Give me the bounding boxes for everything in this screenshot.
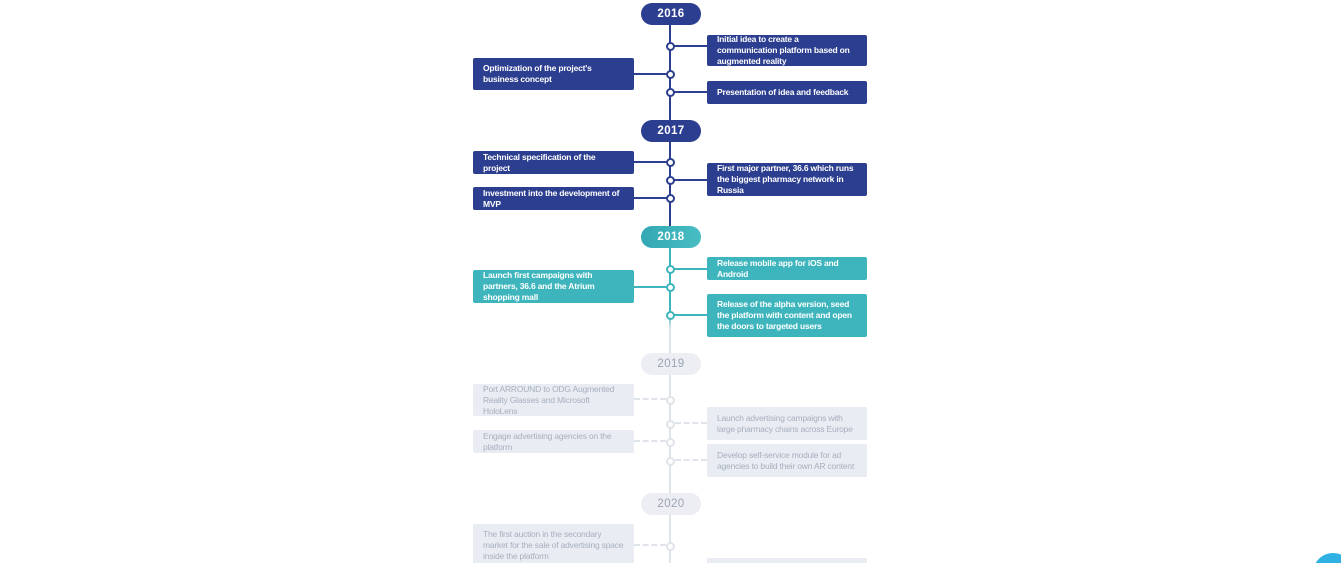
timeline-node-dot (665, 193, 675, 203)
timeline-connector (670, 45, 707, 47)
timeline-connector (634, 161, 670, 163)
timeline-connector (634, 197, 670, 199)
chat-widget-button[interactable] (1313, 553, 1341, 563)
timeline-node-dot (665, 541, 675, 551)
timeline-item: Launch advertising campaigns with large … (707, 407, 867, 440)
timeline-connector (634, 398, 666, 400)
timeline-item-cutoff (707, 558, 867, 563)
timeline-item: Port ARROUND to ODG Augmented Reality Gl… (473, 384, 634, 416)
timeline-item: Optimization of the project's business c… (473, 58, 634, 90)
timeline-connector (670, 179, 707, 181)
timeline-connector (634, 440, 666, 442)
timeline-node-dot (665, 87, 675, 97)
timeline-connector (675, 459, 707, 461)
year-badge-2017: 2017 (641, 120, 701, 142)
timeline-item: Release mobile app for iOS and Android (707, 257, 867, 280)
timeline-item: Technical specification of the project (473, 151, 634, 174)
timeline-node-dot (665, 157, 675, 167)
timeline-item: Launch first campaigns with partners, 36… (473, 270, 634, 303)
timeline-node-dot (665, 310, 675, 320)
timeline-item: First major partner, 36.6 which runs the… (707, 163, 867, 196)
timeline-node-dot (665, 456, 675, 466)
timeline-node-dot (665, 264, 675, 274)
timeline-connector (634, 286, 670, 288)
timeline-item: Investment into the development of MVP (473, 187, 634, 210)
timeline-node-dot (665, 419, 675, 429)
timeline-item: Engage advertising agencies on the platf… (473, 430, 634, 453)
timeline-connector (634, 73, 670, 75)
timeline-node-dot (665, 437, 675, 447)
timeline-node-dot (665, 175, 675, 185)
year-badge-2016: 2016 (641, 3, 701, 25)
year-badge-2020: 2020 (641, 493, 701, 515)
timeline-connector (670, 314, 707, 316)
timeline-item: Develop self-service module for ad agenc… (707, 444, 867, 477)
timeline-connector (670, 91, 707, 93)
timeline-item: Release of the alpha version, seed the p… (707, 294, 867, 337)
timeline-connector (634, 544, 666, 546)
year-badge-2019: 2019 (641, 353, 701, 375)
year-badge-2018: 2018 (641, 226, 701, 248)
timeline-item: The first auction in the secondary marke… (473, 524, 634, 563)
timeline-connector (675, 422, 707, 424)
timeline-node-dot (665, 395, 675, 405)
timeline-axis (669, 25, 671, 563)
timeline-item: Presentation of idea and feedback (707, 81, 867, 104)
timeline-node-dot (665, 41, 675, 51)
timeline-connector (670, 268, 707, 270)
timeline-node-dot (665, 69, 675, 79)
timeline-item: Initial idea to create a communication p… (707, 34, 867, 66)
timeline-node-dot (665, 282, 675, 292)
